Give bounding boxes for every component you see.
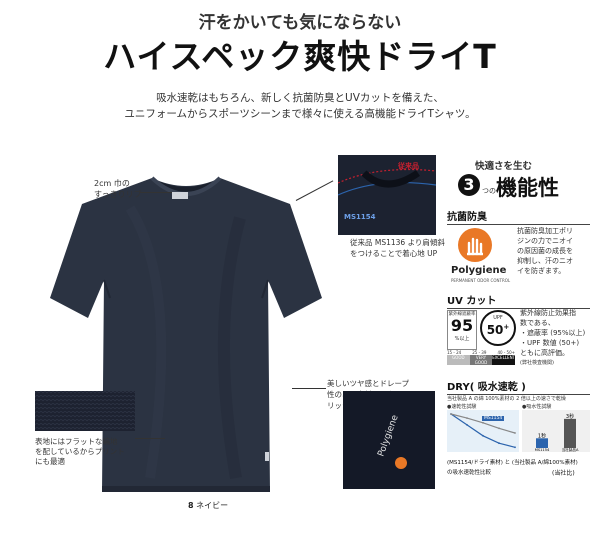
dry-footnote-note: (当社比)	[552, 470, 575, 477]
series-point-1-2	[482, 421, 484, 424]
bar-category-label-1: 当社製品A	[562, 447, 579, 452]
description-line-2: ユニフォームからスポーツシーンまで様々に使える高機能ドライTシャツ。	[124, 108, 476, 120]
uv-shield-badge: 紫外線遮蔽率 95 %以上	[447, 310, 477, 350]
new-product-tag: MS1154	[344, 213, 376, 221]
series-point-1-3	[498, 427, 500, 430]
fabric-closeup-photo	[35, 391, 135, 431]
collar-callout: 従来品 MS1136 より肩傾斜 をつけることで着心地 UP	[350, 238, 445, 258]
series-point-0-1	[466, 424, 468, 426]
silhouette-leader-line	[292, 388, 326, 389]
page-title: ハイスペック爽快ドライT	[103, 37, 497, 76]
hem-tag	[265, 452, 269, 461]
polygiene-brand-sub: PERMANENT ODOR CONTROL	[451, 278, 511, 283]
bar-value-label-0: 1秒	[538, 432, 546, 439]
description-line-1: 吸水速乾はもちろん、新しく抗菌防臭とUVカットを備えた、	[156, 92, 444, 104]
series-point-1-4	[514, 432, 516, 434]
polygiene-brand: Polygiene	[451, 265, 507, 276]
series-point-1-0	[450, 413, 452, 415]
polygiene-logo-closeup: Polygiene	[343, 391, 435, 489]
polygiene-hand-icon	[458, 228, 492, 262]
bar-1	[564, 418, 576, 448]
neck-label	[172, 192, 188, 199]
absorption-chart-title: ●吸水性試験	[522, 404, 552, 410]
rib-leader-line	[140, 192, 172, 193]
upf-badge: UPF 50+	[480, 310, 516, 346]
panel-heading-top: 快適さを生む	[475, 161, 533, 172]
feature-count-badge: 3	[458, 174, 480, 196]
old-product-tag: 従来品	[398, 162, 419, 170]
series-point-1-1	[466, 417, 468, 419]
panel-heading-tsu: つの	[482, 187, 496, 195]
dry-section-title: DRY( 吸水速乾 )	[447, 378, 590, 395]
series-point-0-2	[482, 434, 484, 437]
upf-scale: 15 - 24 25 - 39 40 - 50+ GOOD VERY GOOD …	[447, 350, 515, 365]
antibacterial-section-title: 抗菌防臭	[447, 208, 590, 225]
dry-compare-title: 当社製品 A の綿 100%素材の 2 倍以上の速さで乾燥	[447, 396, 566, 402]
bar-category-label-0: MS1154	[535, 448, 550, 452]
ms1154-chart-tag: MS1154	[482, 416, 505, 421]
color-label: 8 ネイビー	[188, 501, 229, 510]
page-subtitle: 汗をかいても気にならない	[198, 13, 402, 33]
fabric-leader-line	[135, 438, 165, 439]
uv-text: 紫外線防止効果指 数である、 ・遮蔽率 (95%以上) ・UPF 数値 (50+…	[520, 309, 586, 366]
uv-section-title: UV カット	[447, 292, 590, 309]
fabric-callout: 表地にはフラットな編地 を配しているからプリント にも最適	[35, 437, 125, 466]
collar-comparison-photo: 従来品 MS1154	[338, 155, 436, 235]
dry-footnote-line-2: の吸水速乾性比較	[447, 470, 492, 476]
antibacterial-text: 抗菌防臭加工ポリ ジンの力でニオイ の原因菌の成長を 抑制し、汗のニオ イを防ぎ…	[517, 227, 573, 275]
bar-value-label-1: 3秒	[566, 413, 574, 420]
rib-callout: 2cm 巾の すっきりリブ	[94, 179, 142, 199]
series-point-0-3	[498, 442, 500, 445]
dry-footnote-line-1: (MS1154/ドライ素材) と (当社製品 A/綿100%素材)	[447, 460, 578, 466]
bar-0	[536, 438, 548, 448]
series-point-0-4	[514, 446, 516, 449]
panel-heading-main: 機能性	[496, 176, 559, 200]
quick-dry-chart-title: ●速乾性試験	[447, 404, 477, 410]
